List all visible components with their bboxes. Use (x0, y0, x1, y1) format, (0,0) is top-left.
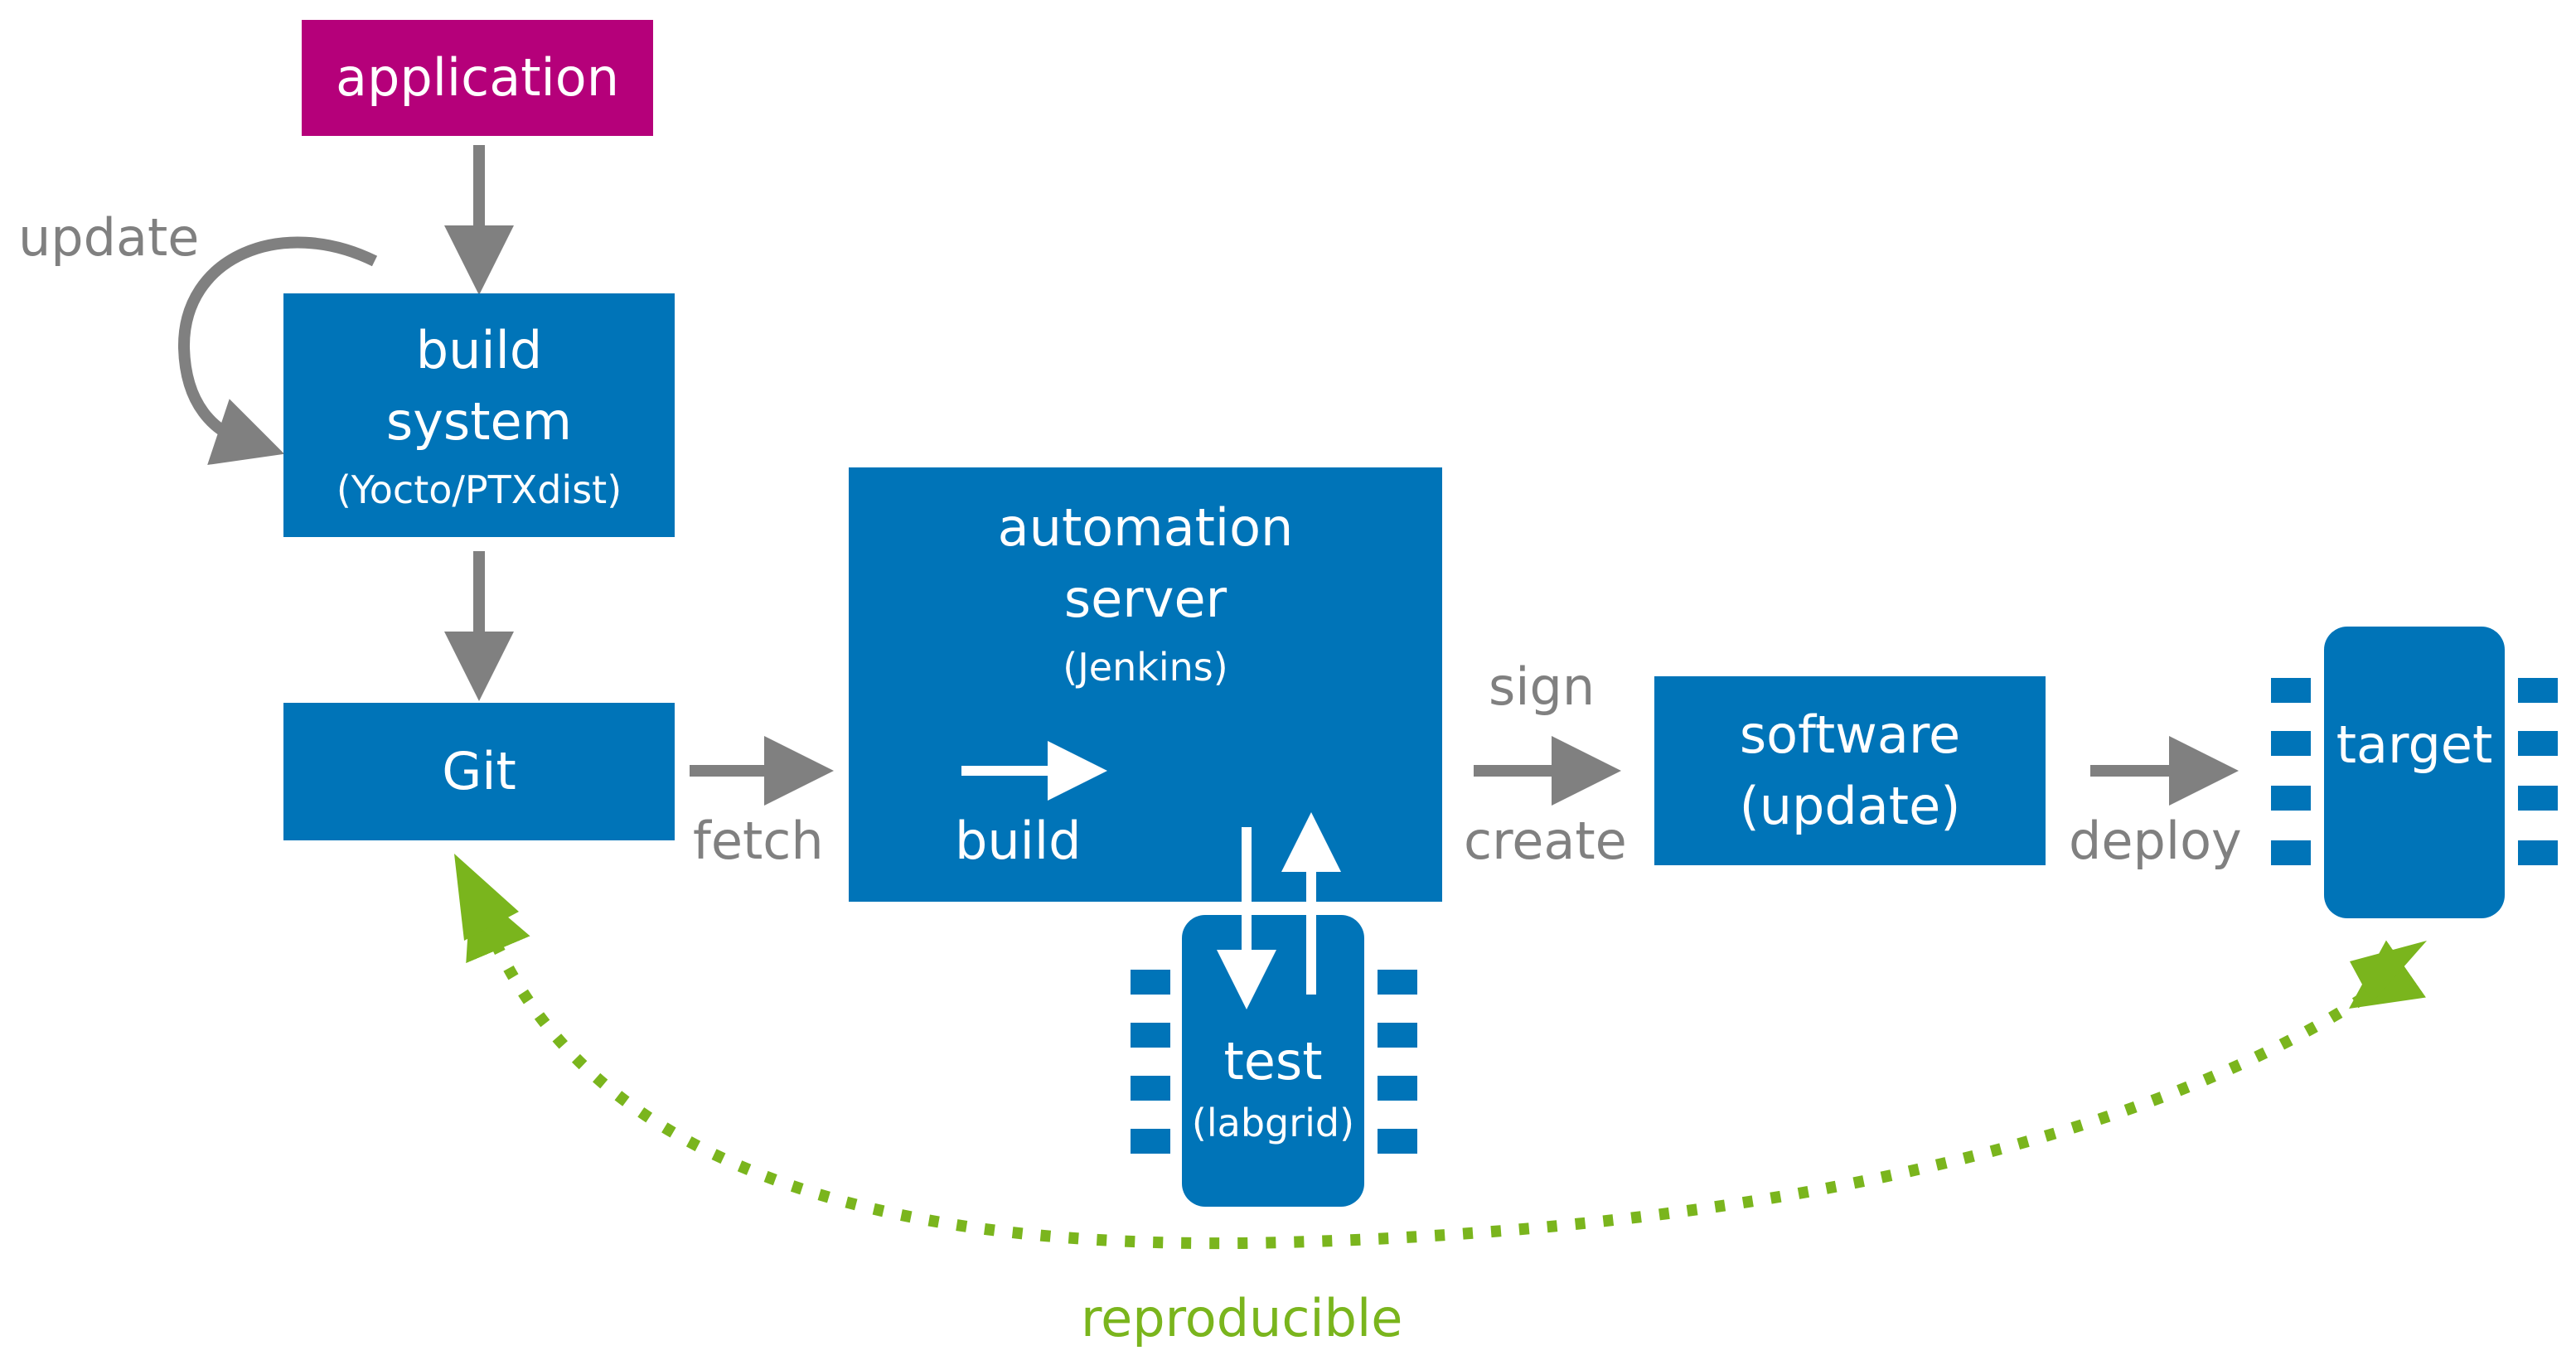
target-pin-right-2 (2518, 731, 2558, 756)
automation-server-box: automation server (Jenkins) (849, 467, 1442, 902)
arrow-reproducible (466, 885, 2426, 1250)
test-pin-left-3 (1131, 1076, 1170, 1101)
target-pin-left-4 (2271, 840, 2311, 865)
reproducible-arrowhead-git (454, 854, 519, 941)
update-label: update (18, 207, 200, 268)
target-pin-right-3 (2518, 786, 2558, 811)
test-pin-left-2 (1131, 1023, 1170, 1048)
test-label: test (1223, 1031, 1323, 1092)
build-system-line1: build (415, 320, 543, 380)
target-pin-left-2 (2271, 731, 2311, 756)
build-system-box: build system (Yocto/PTXdist) (283, 293, 675, 537)
fetch-label: fetch (693, 811, 824, 871)
build-label: build (955, 811, 1082, 871)
create-label: create (1464, 811, 1627, 871)
arrow-update-loop (177, 236, 378, 465)
target-label: target (2336, 714, 2493, 775)
test-pin-right-2 (1378, 1023, 1417, 1048)
target-pin-left-3 (2271, 786, 2311, 811)
build-system-line2: system (385, 391, 573, 452)
application-label: application (336, 47, 619, 108)
target-chip: target (2324, 627, 2505, 918)
automation-server-sub: (Jenkins) (1063, 645, 1228, 690)
sign-label: sign (1489, 656, 1595, 717)
test-pin-right-1 (1378, 970, 1417, 995)
software-line1: software (1739, 704, 1961, 765)
deploy-label: deploy (2069, 811, 2242, 871)
test-sub: (labgrid) (1191, 1101, 1355, 1145)
git-box: Git (283, 703, 675, 840)
build-system-sub: (Yocto/PTXdist) (336, 467, 622, 512)
test-pin-left-1 (1131, 970, 1170, 995)
application-box: application (302, 20, 653, 136)
test-pin-left-4 (1131, 1129, 1170, 1154)
target-pin-right-1 (2518, 678, 2558, 703)
test-pin-right-4 (1378, 1129, 1417, 1154)
software-box: software (update) (1654, 676, 2046, 865)
git-label: Git (442, 741, 516, 801)
automation-server-line1: automation (997, 497, 1294, 558)
automation-server-line2: server (1063, 569, 1227, 629)
software-line2: (update) (1739, 776, 1961, 836)
reproducible-arrowhead-target (2350, 941, 2427, 1003)
target-pin-left-1 (2271, 678, 2311, 703)
reproducible-label: reproducible (1081, 1288, 1403, 1348)
test-pin-right-3 (1378, 1076, 1417, 1101)
target-pin-right-4 (2518, 840, 2558, 865)
test-chip: test (labgrid) (1182, 915, 1364, 1207)
